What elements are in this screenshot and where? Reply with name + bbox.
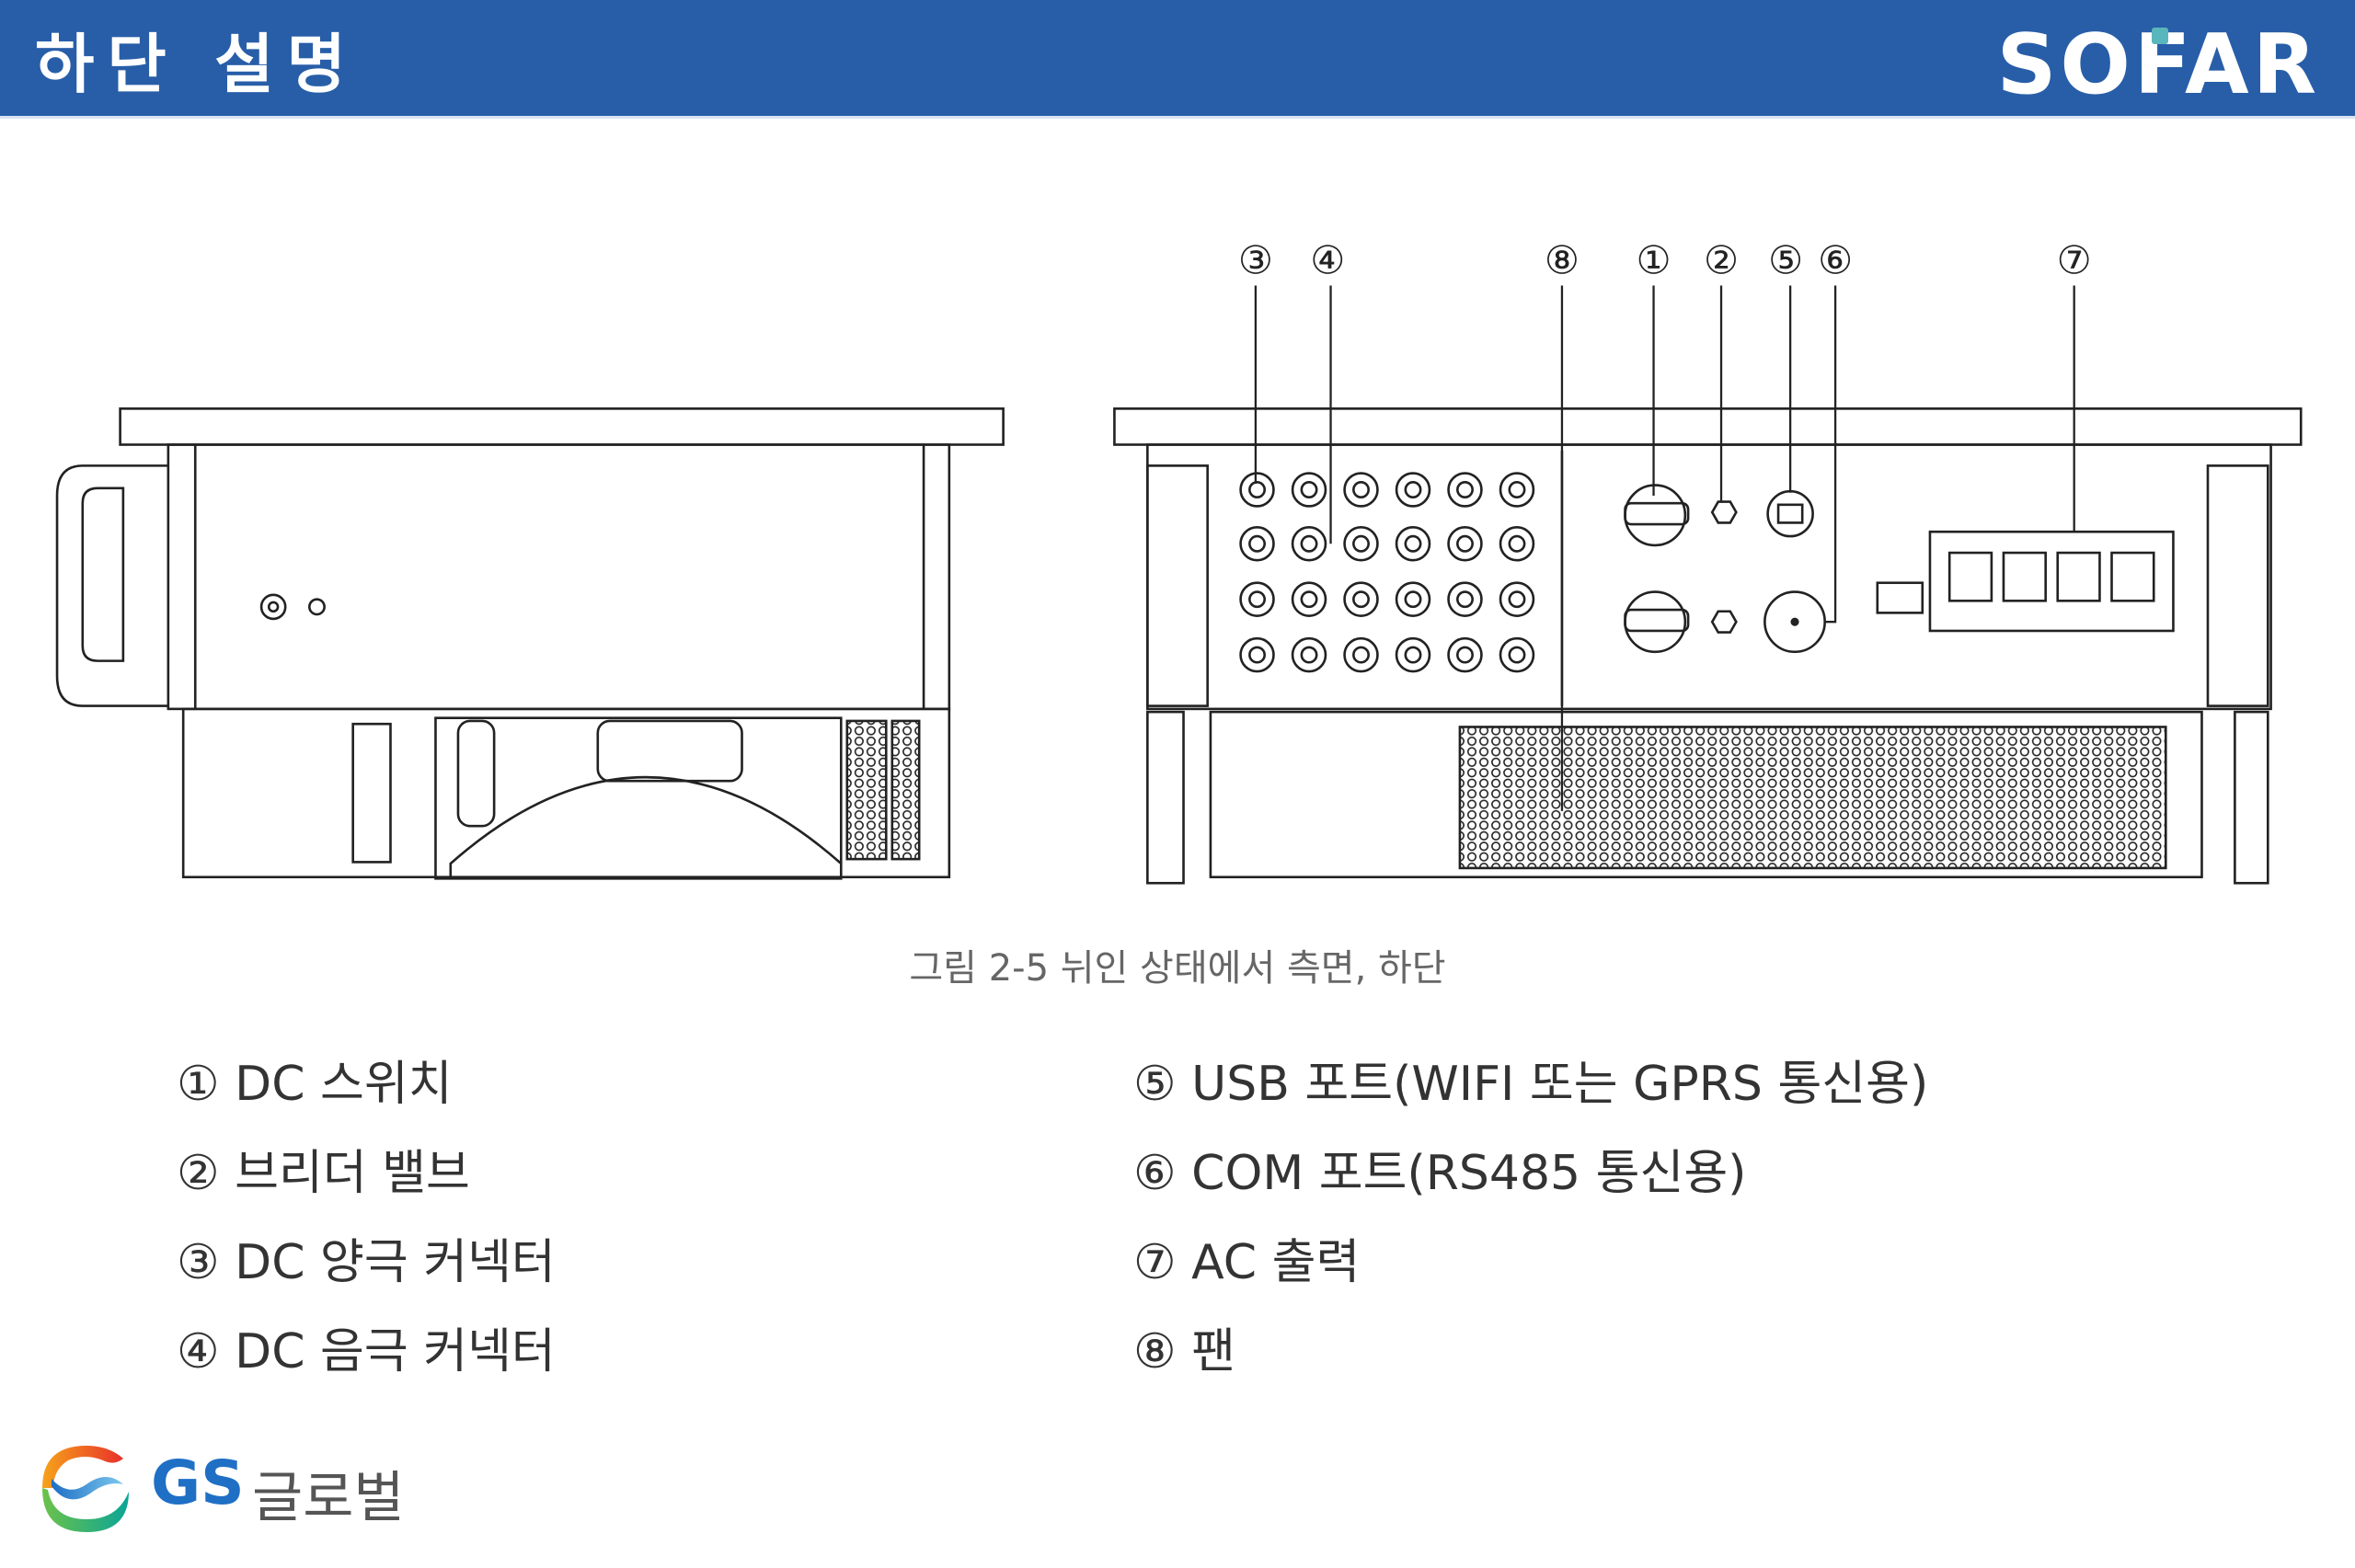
connector-core: [1352, 646, 1370, 664]
dc-positive-connector: [1343, 472, 1379, 508]
dc-negative-connector: [1239, 636, 1275, 673]
dc-negative-connector: [1291, 526, 1327, 562]
dc-connector-grid: [1239, 472, 1535, 673]
dc-negative-connector: [1395, 636, 1431, 673]
callout-labels: ③ ④ ⑧ ① ② ⑤ ⑥ ⑦: [1238, 238, 2092, 283]
callout-1: ①: [1637, 238, 1671, 283]
ac-output: [1876, 530, 2175, 633]
dc-positive-connector: [1239, 472, 1275, 508]
legend-item: ② 브리더 밸브: [177, 1146, 470, 1201]
callout-7: ⑦: [2057, 238, 2092, 283]
callout-3: ③: [1238, 238, 1273, 283]
callout-4: ④: [1310, 238, 1345, 283]
breather-valve: [1710, 500, 1738, 524]
dc-positive-connector: [1343, 581, 1379, 617]
connector-core: [1404, 534, 1422, 553]
dc-negative-connector: [1343, 526, 1379, 562]
legend-item: ⑤ USB 포트(WIFI 또는 GPRS 통신용): [1133, 1057, 1929, 1112]
gs-logo-text: GS: [151, 1448, 245, 1518]
leader-lines: [1254, 285, 2075, 811]
connector-core: [1404, 481, 1422, 498]
callout-2: ②: [1704, 238, 1739, 283]
bottom-view: [1113, 407, 2303, 885]
com-port: [1763, 590, 1826, 654]
connector-core: [1248, 590, 1266, 609]
connector-core: [1508, 481, 1526, 498]
side-view: [55, 407, 1005, 880]
dc-positive-connector: [1499, 472, 1535, 508]
connector-core: [1300, 481, 1318, 498]
connector-core: [1456, 590, 1474, 609]
connector-core: [1352, 590, 1370, 609]
legend-item: ① DC 스위치: [177, 1057, 453, 1112]
dc-negative-connector: [1447, 636, 1483, 673]
dc-switch: [1624, 484, 1690, 654]
sofar-logo: SOFAR: [1996, 17, 2320, 113]
dc-negative-connector: [1395, 526, 1431, 562]
figure-caption: 그림 2-5 뉘인 상태에서 측면, 하단: [909, 947, 1446, 990]
connector-core: [1508, 646, 1526, 664]
legend-item: ⑥ COM 포트(RS485 통신용): [1133, 1146, 1747, 1201]
legend-right: ⑤ USB 포트(WIFI 또는 GPRS 통신용) ⑥ COM 포트(RS48…: [1133, 1045, 1928, 1402]
dc-negative-connector: [1343, 636, 1379, 673]
dc-positive-connector: [1291, 581, 1327, 617]
callout-6: ⑥: [1818, 238, 1853, 283]
gs-logo-icon: [42, 1446, 129, 1532]
connector-core: [1248, 481, 1266, 498]
dc-negative-connector: [1499, 526, 1535, 562]
connector-core: [1248, 534, 1266, 553]
connector-core: [1456, 534, 1474, 553]
connector-core: [1352, 534, 1370, 553]
connector-core: [1456, 646, 1474, 664]
connector-core: [1352, 481, 1370, 498]
connector-core: [1508, 534, 1526, 553]
dc-negative-connector: [1447, 526, 1483, 562]
dc-positive-connector: [1239, 581, 1275, 617]
fan-grille: [1458, 726, 2167, 870]
connector-core: [1456, 481, 1474, 498]
dc-positive-connector: [1499, 581, 1535, 617]
dc-positive-connector: [1447, 581, 1483, 617]
dc-positive-connector: [1395, 581, 1431, 617]
connector-core: [1300, 534, 1318, 553]
dc-positive-connector: [1291, 472, 1327, 508]
dc-positive-connector: [1447, 472, 1483, 508]
gs-logo-name: 글로벌: [252, 1466, 405, 1530]
legend-item: ③ DC 양극 커넥터: [177, 1235, 556, 1290]
connector-core: [1404, 590, 1422, 609]
legend-item: ④ DC 음극 커넥터: [177, 1324, 556, 1379]
connector-core: [1404, 646, 1422, 664]
callout-5: ⑤: [1768, 238, 1803, 283]
dc-positive-connector: [1395, 472, 1431, 508]
page-title: 하단 설명: [35, 27, 359, 102]
legend-item: ⑧ 팬: [1133, 1324, 1235, 1379]
connector-core: [1508, 590, 1526, 609]
dc-negative-connector: [1291, 636, 1327, 673]
legend-item: ⑦ AC 출력: [1133, 1235, 1361, 1290]
dc-negative-connector: [1499, 636, 1535, 673]
dc-negative-connector: [1239, 526, 1275, 562]
connector-core: [1300, 590, 1318, 609]
header-bar: 하단 설명 SOFAR: [0, 0, 2355, 119]
legend-left: ① DC 스위치 ② 브리더 밸브 ③ DC 양극 커넥터 ④ DC 음극 커넥…: [177, 1045, 556, 1402]
connector-core: [1300, 646, 1318, 664]
usb-port: [1766, 489, 1814, 538]
connector-core: [1248, 646, 1266, 664]
callout-8: ⑧: [1545, 238, 1580, 283]
